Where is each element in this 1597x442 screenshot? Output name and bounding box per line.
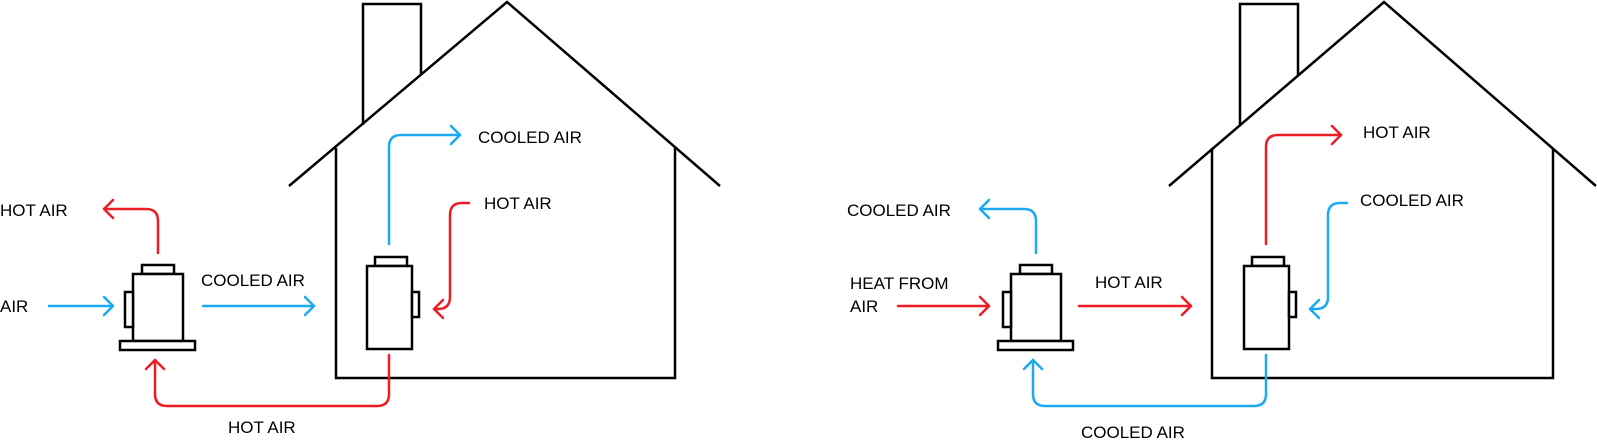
right-heat-in-arrow [896,295,991,317]
right-hot-air-transfer-label: HOT AIR [1095,273,1163,292]
left-hot-air-out-label: HOT AIR [0,201,68,220]
left-indoor-unit-top [373,255,409,268]
left-indoor-unit-side [410,290,421,319]
right-hot-air-indoor-arrow [1264,124,1343,246]
right-cooled-air-return-label: COOLED AIR [1081,423,1185,442]
right-outdoor-unit-body [1009,272,1063,343]
left-cooled-air-transfer-label: COOLED AIR [201,271,305,290]
right-house-chimney [1238,2,1300,125]
right-indoor-unit-side [1287,290,1298,319]
left-cooled-air-transfer-arrow [201,295,316,317]
left-outdoor-unit-base [118,339,197,352]
left-hot-air-return-arrow [144,353,391,408]
left-hot-air-indoor-label: HOT AIR [484,194,552,213]
right-outdoor-unit-side [1001,290,1013,329]
left-indoor-unit [365,255,421,351]
right-outdoor-unit-top [1018,263,1054,276]
left-outdoor-unit [118,263,197,352]
right-cooled-air-out-label: COOLED AIR [847,201,951,220]
left-outdoor-unit-top [140,263,176,276]
right-house [1168,0,1597,380]
left-hot-air-indoor-arrow [432,201,471,320]
right-cooled-air-indoor-arrow [1308,201,1349,320]
right-indoor-unit [1242,255,1298,351]
left-air-in-arrow [47,295,115,317]
left-house-wall [334,148,677,380]
right-hot-air-transfer-arrow [1077,295,1193,317]
right-cooled-air-out-arrow [978,198,1038,255]
left-hot-air-out-arrow [102,198,160,255]
left-air-in-label: AIR [0,297,28,316]
right-cooled-air-indoor-label: COOLED AIR [1360,191,1464,210]
right-house-wall [1210,148,1555,380]
right-hot-air-indoor-label: HOT AIR [1363,123,1431,142]
left-outdoor-unit-side [123,290,135,329]
left-cooled-air-indoor-label: COOLED AIR [478,128,582,147]
right-outdoor-unit [996,263,1075,352]
right-outdoor-unit-base [996,339,1075,352]
left-house [288,0,721,380]
left-outdoor-unit-body [131,272,185,343]
left-hot-air-return-label: HOT AIR [228,418,296,437]
left-indoor-unit-body [365,264,414,351]
right-house-roof [1168,0,1597,187]
right-heat-from-air-label-line2: AIR [850,297,878,316]
right-heat-from-air-label-line1: HEAT FROM [850,274,949,293]
left-cooled-air-indoor-arrow [387,124,462,246]
right-cooled-air-return-arrow [1022,353,1268,408]
left-house-chimney [361,2,423,125]
right-indoor-unit-body [1242,264,1291,351]
right-indoor-unit-top [1250,255,1286,268]
left-house-roof [288,0,721,187]
